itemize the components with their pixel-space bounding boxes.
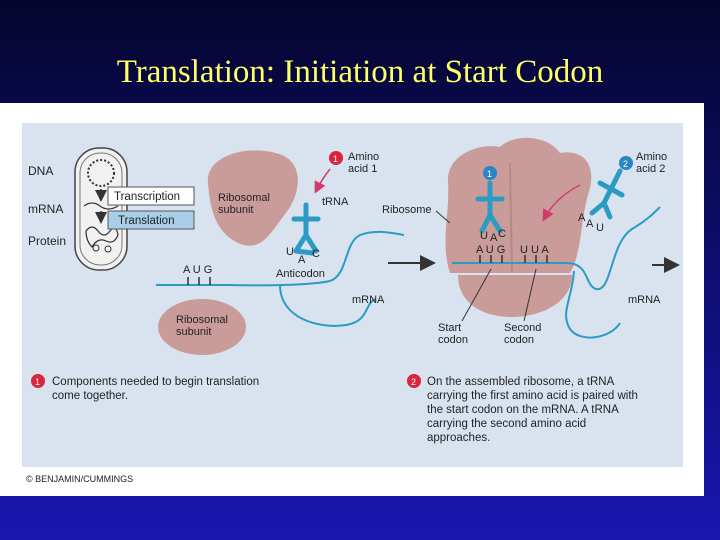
trna2-anticodon-2: A (586, 218, 594, 230)
cell-outline (74, 147, 128, 271)
label-start-codon-1: Start (438, 322, 461, 334)
trna1-anticodon-2: A (490, 232, 498, 244)
label-amino-acid-1-line2: acid 1 (348, 163, 377, 175)
caption1-number-text: 1 (35, 377, 40, 387)
label-mrna-2: mRNA (628, 294, 661, 306)
label-ribosome: Ribosome (382, 204, 432, 216)
label-transcription: Transcription (114, 191, 180, 203)
caption1-line2: come together. (52, 390, 128, 402)
label-amino-acid-1-line1: Amino (348, 151, 379, 163)
step1-components: Ribosomal subunit Ribosomal subunit 1 Am… (31, 150, 405, 402)
caption2-line1: On the assembled ribosome, a tRNA (427, 376, 615, 388)
label-trna: tRNA (322, 196, 349, 208)
label-codon-1: A U G (476, 244, 505, 256)
label-mrna-1: mRNA (352, 294, 385, 306)
label-codon-2: U U A (520, 244, 549, 256)
figure: DNA mRNA Protein Transcription Translati… (0, 103, 704, 496)
amino-acid-1-number: 1 (487, 169, 492, 179)
label-dna: DNA (28, 164, 53, 178)
caption1-number-badge (31, 374, 45, 388)
step1-number-badge-text: 1 (333, 154, 338, 164)
mrna-squiggle-icon (83, 202, 119, 210)
caption2-line4: carrying the second amino acid (427, 418, 586, 430)
ribosome-leader-line (435, 210, 451, 224)
trna2-anticodon-3: U (596, 222, 604, 234)
step1-number-badge (329, 151, 343, 165)
label-amino-acid-2-line1: Amino (636, 151, 667, 163)
assembled-ribosome (445, 137, 592, 273)
label-anticodon: Anticodon (276, 268, 325, 280)
trna2-anticodon-1: A (578, 212, 586, 224)
anticodon-letter-1: U (286, 246, 294, 258)
trna1-anticodon-1: U (480, 230, 488, 242)
label-start-codon-2: codon (438, 334, 468, 346)
label-mrna: mRNA (28, 202, 63, 216)
slide-title: Translation: Initiation at Start Codon (116, 54, 604, 90)
mrna-2-tail (565, 270, 621, 339)
cell-overview-inset: DNA mRNA Protein Transcription Translati… (28, 147, 195, 271)
amino-acid-1-arrow (314, 168, 331, 194)
caption2-line2: carrying the first amino acid is paired … (427, 390, 638, 402)
trna-1-icon (291, 202, 321, 256)
dna-icon (87, 159, 115, 187)
label-protein: Protein (28, 234, 66, 248)
amino-acid-2-circle (619, 156, 633, 170)
copyright: © BENJAMIN/CUMMINGS (26, 474, 134, 484)
mrna-1-strand (156, 230, 405, 287)
label-second-codon-1: Second (504, 322, 541, 334)
label-amino-acid-2-line2: acid 2 (636, 163, 665, 175)
caption1-line1: Components needed to begin translation (52, 376, 259, 388)
amino-acid-1-circle (483, 166, 497, 180)
transcription-box (107, 186, 195, 206)
caption2-line5: approaches. (427, 432, 490, 444)
translation-box (107, 210, 195, 230)
start-codon-leader (461, 268, 492, 322)
trna-2-approach-arrow (542, 184, 581, 222)
protein-icon (85, 226, 119, 248)
large-ribosomal-subunit (158, 299, 246, 355)
mrna-1-tail (279, 284, 377, 327)
mrna-1-codon-ticks (187, 277, 211, 285)
label-second-codon-2: codon (504, 334, 534, 346)
label-codon-aug: A U G (183, 264, 212, 276)
label-translation: Translation (118, 215, 174, 227)
label-ribosomal-subunit-bottom-1: Ribosomal (176, 314, 228, 326)
translation-diagram: DNA mRNA Protein Transcription Translati… (28, 137, 680, 444)
label-ribosomal-subunit-bottom-2: subunit (176, 326, 211, 338)
anticodon-letter-2: A (298, 254, 306, 266)
anticodon-letter-3: C (312, 248, 320, 260)
second-codon-leader (523, 268, 537, 322)
ribosome-site-divider (509, 162, 513, 274)
trna-2-icon (589, 168, 625, 220)
label-ribosomal-subunit-top-2: subunit (218, 204, 253, 216)
caption2-number-badge (407, 374, 421, 388)
caption2-line3: the start codon on the mRNA. A tRNA (427, 404, 619, 416)
trna1-anticodon-3: C (498, 228, 506, 240)
trna-1-bound-icon (475, 180, 505, 234)
amino-acid-2-number: 2 (623, 159, 628, 169)
ribosome-lower-lobe (458, 275, 572, 317)
small-ribosomal-subunit (207, 150, 298, 246)
label-ribosomal-subunit-top-1: Ribosomal (218, 192, 270, 204)
mrna-2-codon-ticks (479, 255, 548, 263)
caption2-number-text: 2 (411, 377, 416, 387)
cell-membrane (79, 152, 123, 266)
mrna-2-strand (452, 206, 661, 291)
step2-ribosome-assembly: Ribosome 1 U A C 2 Amino acid 2 (382, 137, 680, 444)
